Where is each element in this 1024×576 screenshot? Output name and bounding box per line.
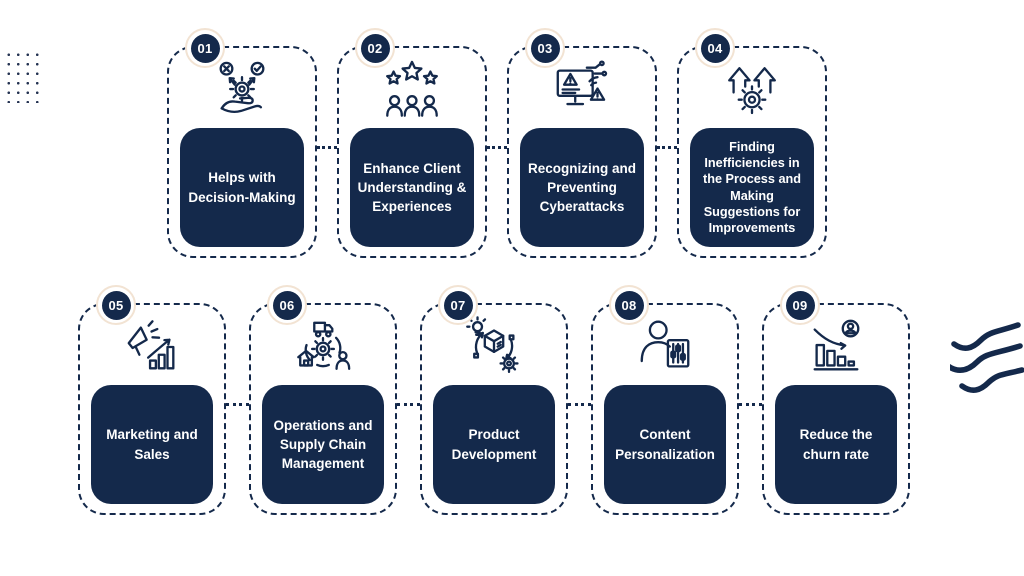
row-bottom: 05 Marketing and Sales 06 Operations and… <box>78 285 910 515</box>
card-03: 03 Recognizing and Preventing Cyberattac… <box>507 28 657 258</box>
card-number-badge: 03 <box>525 28 565 68</box>
card-label: Helps with Decision-Making <box>188 170 296 205</box>
connector-dotted-line <box>226 403 249 406</box>
card-label: Reduce the churn rate <box>799 427 873 462</box>
card-icon-area <box>593 309 737 385</box>
card-number: 03 <box>530 33 560 63</box>
card-number: 01 <box>190 33 220 63</box>
card-icon-area <box>764 309 908 385</box>
decision-making-icon <box>211 59 273 121</box>
card-number: 08 <box>614 290 644 320</box>
card-label-box: Finding Inefficiencies in the Process an… <box>690 128 814 247</box>
card-02: 02 Enhance Client Understanding & Experi… <box>337 28 487 258</box>
row-top: 01 Helps with Decision-Making 02 Enhance… <box>167 28 827 258</box>
supply-chain-icon <box>292 316 354 378</box>
card-number-badge: 04 <box>695 28 735 68</box>
card-number-badge: 06 <box>267 285 307 325</box>
connector-dotted-line <box>397 403 420 406</box>
churn-rate-icon <box>805 316 867 378</box>
card-label-box: Recognizing and Preventing Cyberattacks <box>520 128 644 247</box>
card-icon-area <box>422 309 566 385</box>
card-icon-area <box>80 309 224 385</box>
card-label: Marketing and Sales <box>106 427 198 462</box>
card-number: 05 <box>101 290 131 320</box>
card-number-badge: 02 <box>355 28 395 68</box>
card-08: 08 Content Personalization <box>591 285 739 515</box>
card-number-badge: 05 <box>96 285 136 325</box>
connector-dotted-line <box>739 403 762 406</box>
marketing-sales-icon <box>121 316 183 378</box>
card-number: 06 <box>272 290 302 320</box>
card-number: 07 <box>443 290 473 320</box>
card-label: Recognizing and Preventing Cyberattacks <box>528 160 636 215</box>
card-label: Enhance Client Understanding & Experienc… <box>357 160 467 215</box>
card-05: 05 Marketing and Sales <box>78 285 226 515</box>
process-improvement-icon <box>721 59 783 121</box>
card-01: 01 Helps with Decision-Making <box>167 28 317 258</box>
card-label: Finding Inefficiencies in the Process an… <box>702 139 801 235</box>
connector-dotted-line <box>317 146 337 149</box>
card-number-badge: 07 <box>438 285 478 325</box>
connector-dotted-line <box>657 146 677 149</box>
card-icon-area <box>169 52 315 128</box>
card-label-box: Operations and Supply Chain Management <box>262 385 384 504</box>
card-label-box: Reduce the churn rate <box>775 385 897 504</box>
content-personalization-icon <box>634 316 696 378</box>
waves-decoration <box>950 322 1024 393</box>
card-label-box: Helps with Decision-Making <box>180 128 304 247</box>
card-04: 04 Finding Inefficiencies in the Process… <box>677 28 827 258</box>
card-number-badge: 09 <box>780 285 820 325</box>
card-06: 06 Operations and Supply Chain Managemen… <box>249 285 397 515</box>
card-07: 07 Product Development <box>420 285 568 515</box>
card-number: 04 <box>700 33 730 63</box>
card-number: 02 <box>360 33 390 63</box>
card-09: 09 Reduce the churn rate <box>762 285 910 515</box>
card-icon-area <box>339 52 485 128</box>
card-number-badge: 01 <box>185 28 225 68</box>
card-label-box: Content Personalization <box>604 385 726 504</box>
card-number: 09 <box>785 290 815 320</box>
client-experience-icon <box>381 59 443 121</box>
cyberattack-icon <box>551 59 613 121</box>
product-development-icon <box>463 316 525 378</box>
card-label-box: Product Development <box>433 385 555 504</box>
card-label: Product Development <box>451 427 537 462</box>
card-label: Operations and Supply Chain Management <box>273 417 373 472</box>
card-label: Content Personalization <box>615 427 715 462</box>
connector-dotted-line <box>568 403 591 406</box>
card-icon-area <box>251 309 395 385</box>
card-label-box: Marketing and Sales <box>91 385 213 504</box>
connector-dotted-line <box>487 146 507 149</box>
dot-grid-decoration <box>3 49 39 103</box>
card-label-box: Enhance Client Understanding & Experienc… <box>350 128 474 247</box>
card-number-badge: 08 <box>609 285 649 325</box>
card-icon-area <box>509 52 655 128</box>
card-icon-area <box>679 52 825 128</box>
